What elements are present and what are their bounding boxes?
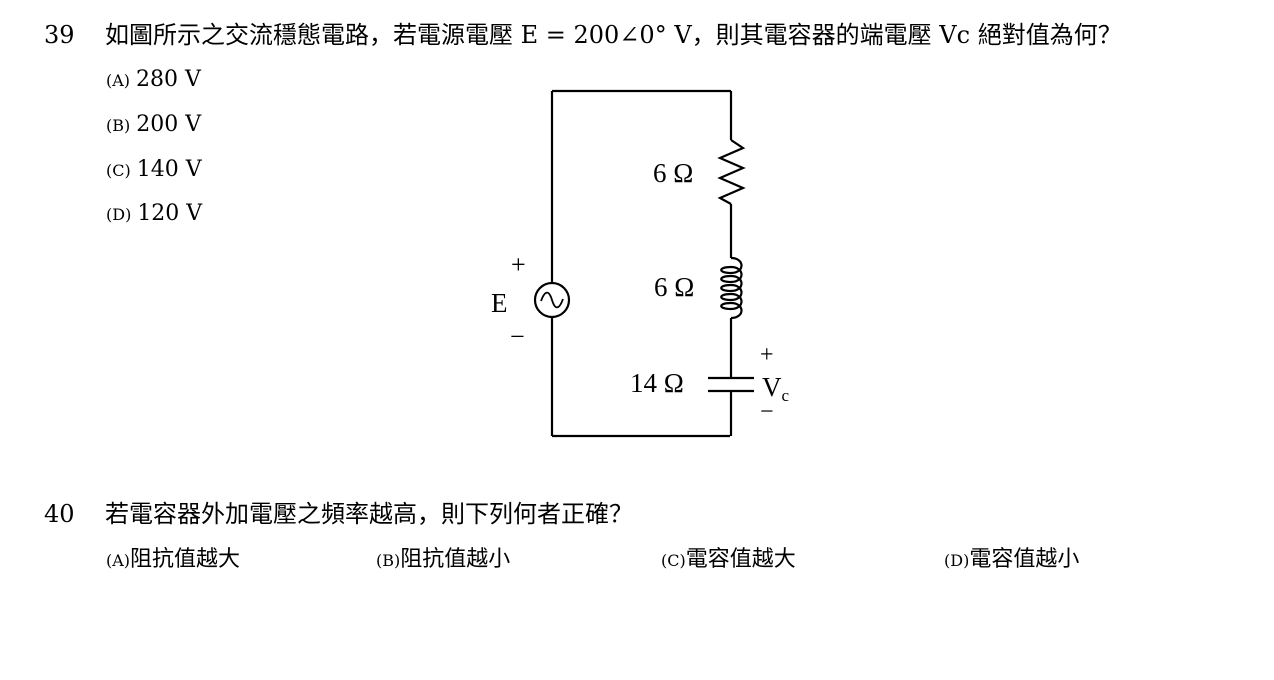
option-mark: (C) <box>661 551 686 570</box>
inductor-label: 6 Ω <box>654 272 694 302</box>
question-39-number: 39 <box>44 21 75 49</box>
option-text: 阻抗值越小 <box>400 547 511 572</box>
capacitor-label: 14 Ω <box>630 368 684 398</box>
q39-option-a[interactable]: (A) 280 V <box>106 66 201 95</box>
inductor-icon <box>720 256 743 320</box>
option-text: 200 V <box>136 112 202 137</box>
source-plus: + <box>511 250 526 279</box>
ac-source-icon <box>533 281 571 319</box>
question-40-number: 40 <box>44 500 75 528</box>
question-39-text: 如圖所示之交流穩態電路，若電源電壓 E = 200∠0° V，則其電容器的端電壓… <box>105 21 1122 49</box>
option-mark: (D) <box>944 551 970 570</box>
vc-main: V <box>762 372 782 402</box>
q40-option-c[interactable]: (C)電容值越大 <box>661 546 796 575</box>
vc-minus: − <box>760 399 774 425</box>
option-text: 電容值越大 <box>685 547 796 572</box>
ac-sine-icon <box>540 291 564 309</box>
q39-option-c[interactable]: (C) 140 V <box>106 156 202 185</box>
resistor-icon <box>717 139 746 205</box>
q40-option-d[interactable]: (D)電容值越小 <box>944 546 1079 575</box>
option-text: 140 V <box>136 157 202 182</box>
option-text: 120 V <box>137 201 203 226</box>
option-mark: (B) <box>106 116 131 135</box>
source-label: E <box>491 288 508 318</box>
vc-subscript: c <box>782 386 790 405</box>
option-mark: (C) <box>106 161 131 180</box>
vc-label: Vc <box>762 372 790 405</box>
vc-plus: + <box>760 342 774 368</box>
option-text: 280 V <box>136 67 201 92</box>
q39-option-d[interactable]: (D) 120 V <box>106 200 202 229</box>
capacitor-icon <box>708 376 754 393</box>
option-mark: (B) <box>376 551 401 570</box>
q40-option-b[interactable]: (B)阻抗值越小 <box>376 546 510 575</box>
resistor-label: 6 Ω <box>653 158 693 188</box>
q39-option-b[interactable]: (B) 200 V <box>106 111 201 140</box>
option-mark: (A) <box>106 71 131 90</box>
option-text: 電容值越小 <box>969 547 1080 572</box>
question-40-text: 若電容器外加電壓之頻率越高，則下列何者正確？ <box>105 500 633 528</box>
option-mark: (D) <box>106 205 132 224</box>
option-mark: (A) <box>106 551 131 570</box>
option-text: 阻抗值越大 <box>130 547 241 572</box>
source-minus: − <box>510 322 525 351</box>
q40-option-a[interactable]: (A)阻抗值越大 <box>106 546 240 575</box>
